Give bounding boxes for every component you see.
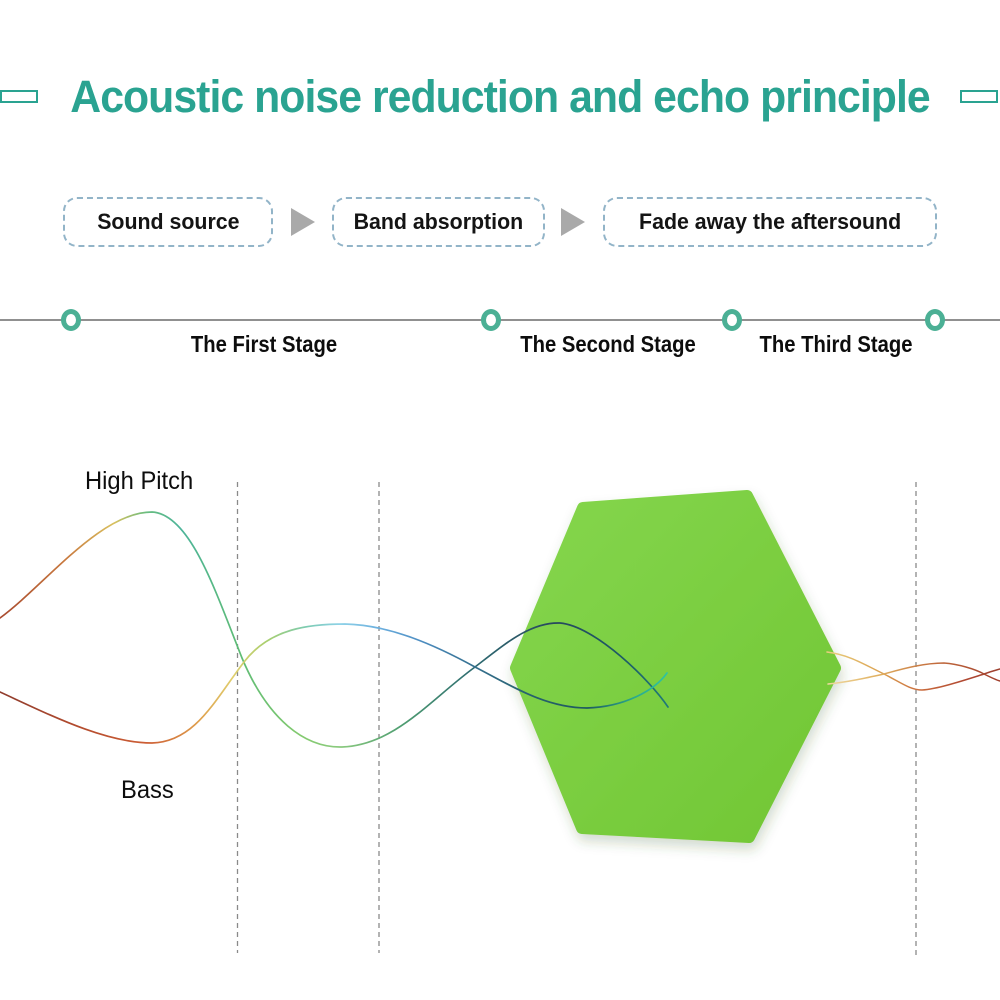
bass-wave [0,623,668,744]
flow-step-fade-away: Fade away the aftersound [603,197,937,247]
stage-marker-1 [61,309,81,331]
flow-arrow-icon [561,208,585,236]
stage-marker-3 [722,309,742,331]
faded-wave-lower [827,662,1000,685]
page-title: Acoustic noise reduction and echo princi… [70,71,930,122]
stage-marker-2 [481,309,501,331]
title-right-decoration [960,90,998,103]
faded-wave-upper [826,651,1000,691]
flow-step-label: Fade away the aftersound [638,209,902,234]
stage-marker-4 [925,309,945,331]
flow-step-label: Band absorption [353,209,524,234]
flow-step-band-absorption: Band absorption [332,197,545,247]
stage-label-first: The First Stage [190,331,338,357]
flow-step-label: Sound source [96,209,240,234]
stage-label-second: The Second Stage [520,331,696,357]
stage-label-third: The Third Stage [759,331,913,357]
flow-arrow-icon [291,208,315,236]
title-left-decoration [0,90,38,103]
acoustic-panel-hexagon [510,490,841,843]
high-pitch-wave [0,511,669,748]
bass-label: Bass [121,776,174,804]
flow-step-sound-source: Sound source [63,197,273,247]
high-pitch-label: High Pitch [85,467,194,495]
